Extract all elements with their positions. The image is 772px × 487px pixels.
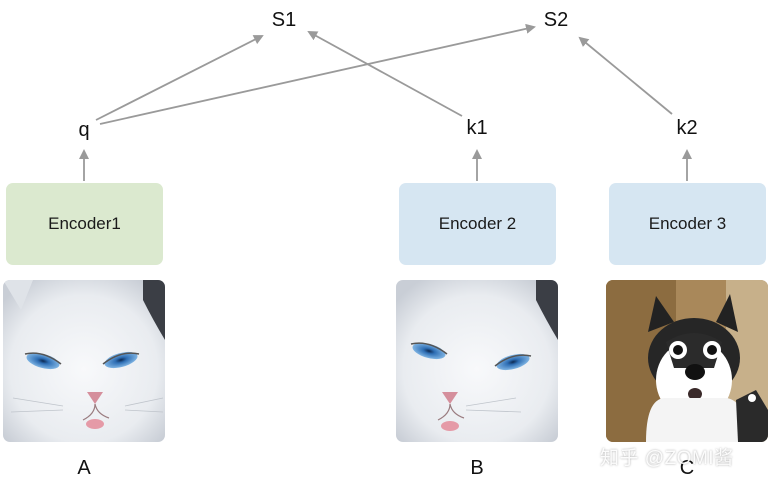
node-k2: k2 — [676, 117, 698, 139]
arrow-q-to-s2 — [99, 23, 536, 125]
image-label-a: A — [77, 457, 91, 479]
encoder-2-label: Encoder 2 — [438, 214, 517, 233]
encoder-3: Encoder 3 — [609, 183, 766, 265]
node-s1: S1 — [271, 9, 297, 31]
image-label-c: C — [679, 457, 695, 479]
node-k1: k1 — [466, 117, 488, 139]
arrow-k2-to-s2 — [578, 36, 673, 115]
node-s2: S2 — [543, 9, 569, 31]
node-q: q — [78, 119, 90, 141]
image-label-b: B — [470, 457, 484, 479]
image-a-cat — [3, 280, 165, 442]
encoder-2: Encoder 2 — [399, 183, 556, 265]
encoder-1: Encoder1 — [6, 183, 163, 265]
arrow-q-to-s1 — [95, 35, 264, 121]
watermark: 知乎 @ZOMI酱 — [600, 448, 734, 469]
encoder-3-label: Encoder 3 — [648, 214, 727, 233]
image-c-dog — [606, 280, 768, 442]
arrow-k1-to-s1 — [307, 31, 463, 117]
image-b-cat — [396, 280, 558, 442]
encoder-1-label: Encoder1 — [48, 214, 121, 233]
